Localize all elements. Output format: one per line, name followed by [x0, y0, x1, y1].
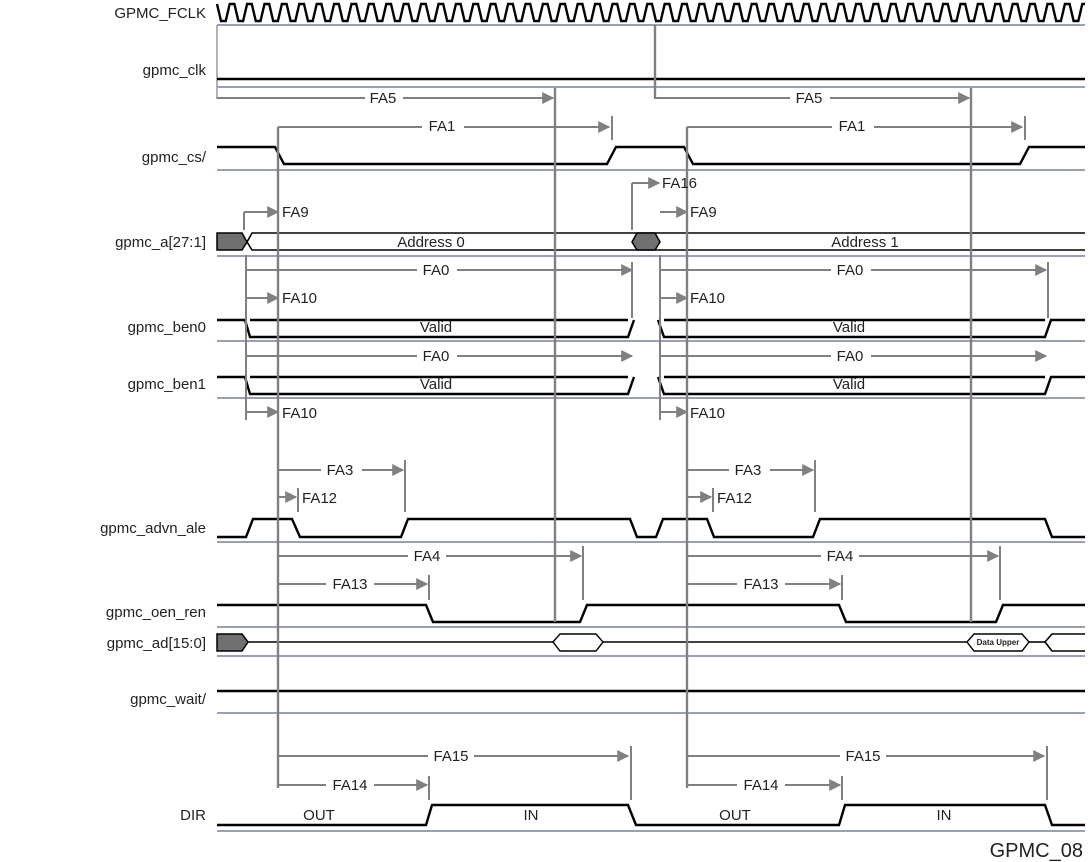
ben1-valid-2: Valid [833, 376, 865, 393]
label-fa1-1: FA1 [429, 118, 456, 135]
label-fa13-1: FA13 [332, 576, 367, 593]
timing-labels: FA5 FA5 FA1 FA1 FA16 FA9 FA9 FA0 FA0 FA1… [282, 90, 881, 794]
label-fa14-2: FA14 [743, 777, 778, 794]
dir-waveform: OUT IN OUT IN [217, 803, 1085, 832]
dir-in-2: IN [937, 807, 952, 824]
label-fa10-1: FA10 [282, 290, 317, 307]
signal-label-gpmc-ben1: gpmc_ben1 [128, 376, 206, 393]
label-fa3-1: FA3 [327, 462, 354, 479]
gpmc-cs-waveform [217, 145, 1085, 171]
signal-label-gpmc-ad: gpmc_ad[15:0] [107, 635, 206, 652]
label-fa9-2: FA9 [690, 204, 717, 221]
signal-label-gpmc-wait: gpmc_wait/ [130, 691, 207, 708]
gpmc-ben1-bus: Valid Valid [217, 375, 1085, 399]
dir-out-1: OUT [303, 807, 335, 824]
signal-label-gpmc-a: gpmc_a[27:1] [115, 234, 206, 251]
label-fa16: FA16 [662, 175, 697, 192]
label-fa12-2: FA12 [717, 490, 752, 507]
label-fa15-1: FA15 [433, 748, 468, 765]
gpmc-advn-ale-waveform [217, 517, 1085, 543]
label-fa5-2: FA5 [796, 90, 823, 107]
label-fa14-1: FA14 [332, 777, 367, 794]
signal-label-gpmc-ben0: gpmc_ben0 [128, 319, 206, 336]
signal-labels: GPMC_FCLK gpmc_clk gpmc_cs/ gpmc_a[27:1]… [100, 5, 207, 824]
gpmc-oen-ren-waveform [217, 603, 1085, 628]
label-fa10-4: FA10 [690, 405, 725, 422]
data-upper-label: Data Upper [977, 638, 1020, 647]
signal-label-gpmc-advn-ale: gpmc_advn_ale [100, 520, 206, 537]
label-fa0-3: FA0 [423, 348, 450, 365]
signal-label-gpmc-oen-ren: gpmc_oen_ren [106, 604, 206, 621]
ben0-valid-1: Valid [420, 319, 452, 336]
reference-lines [243, 25, 973, 788]
label-fa1-2: FA1 [839, 118, 866, 135]
signal-label-dir: DIR [180, 807, 206, 824]
label-fa0-4: FA0 [837, 348, 864, 365]
timing-arrows [217, 88, 1049, 800]
ben1-valid-1: Valid [420, 376, 452, 393]
address-1-label: Address 1 [831, 234, 899, 251]
signal-label-gpmc-fclk: GPMC_FCLK [114, 5, 206, 22]
signal-label-gpmc-clk: gpmc_clk [143, 62, 207, 79]
label-fa4-2: FA4 [827, 548, 854, 565]
label-fa10-2: FA10 [690, 290, 725, 307]
label-fa0-2: FA0 [837, 262, 864, 279]
gpmc-wait-waveform [217, 689, 1085, 714]
label-fa3-2: FA3 [735, 462, 762, 479]
label-fa10-3: FA10 [282, 405, 317, 422]
dir-in-1: IN [524, 807, 539, 824]
gpmc-a-bus: Address 0 Address 1 [216, 232, 1085, 257]
gpmc-ad-bus: Data Upper [216, 633, 1085, 657]
signal-label-gpmc-cs: gpmc_cs/ [142, 149, 207, 166]
label-fa13-2: FA13 [743, 576, 778, 593]
label-fa4-1: FA4 [414, 548, 441, 565]
address-0-label: Address 0 [397, 234, 465, 251]
figure-id: GPMC_08 [990, 840, 1083, 862]
gpmc-clk-waveform [216, 25, 1085, 99]
label-fa15-2: FA15 [845, 748, 880, 765]
ben0-valid-2: Valid [833, 319, 865, 336]
label-fa9-1: FA9 [282, 204, 309, 221]
dir-out-2: OUT [719, 807, 751, 824]
label-fa12-1: FA12 [302, 490, 337, 507]
label-fa0-1: FA0 [423, 262, 450, 279]
gpmc-fclk-waveform [215, 2, 1085, 26]
label-fa5-1: FA5 [370, 90, 397, 107]
gpmc-ben0-bus: Valid Valid [217, 318, 1085, 342]
